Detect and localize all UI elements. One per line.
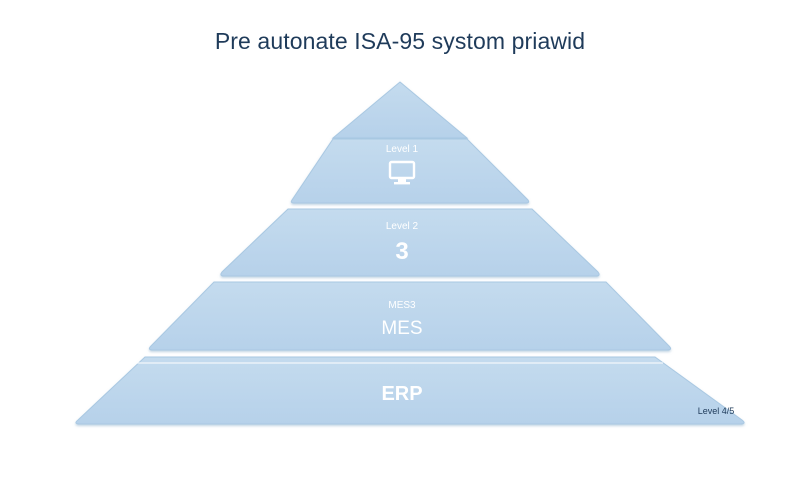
pyramid-tier-erp: ERP Level 4/5 bbox=[75, 356, 745, 425]
monitor-icon bbox=[388, 160, 416, 185]
page-title: Pre autonate ISA-95 systom priawid bbox=[214, 28, 586, 54]
erp-label: ERP bbox=[381, 383, 422, 405]
pyramid-tier-mes: MES3 MES bbox=[148, 281, 672, 351]
pyramid-tier-level-1: Level 1 bbox=[290, 138, 530, 204]
pyramid-tier-level-2: Level 2 3 bbox=[220, 208, 600, 277]
level-4-5-label: Level 4/5 bbox=[698, 406, 735, 416]
level-1-caption: Level 1 bbox=[386, 144, 419, 155]
level-2-caption: Level 2 bbox=[386, 221, 419, 232]
mes-caption: MES3 bbox=[388, 300, 416, 311]
level-2-value: 3 bbox=[395, 238, 408, 265]
pyramid-tier-apex bbox=[331, 81, 469, 139]
mes-label: MES bbox=[381, 318, 422, 339]
